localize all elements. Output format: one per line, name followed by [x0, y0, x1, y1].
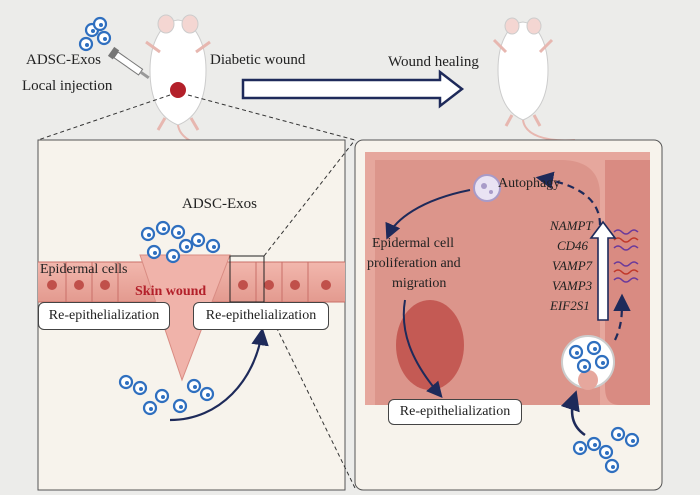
- skin-wound-label: Skin wound: [135, 284, 207, 299]
- proliferation-label-line1: Epidermal cell: [372, 236, 455, 251]
- exosomes-top: [78, 16, 112, 52]
- gene-label-vamp7: VAMP7: [552, 258, 593, 273]
- treatment-arrow: [241, 69, 465, 109]
- gene-label-nampt: NAMPT: [550, 218, 593, 233]
- proliferation-label-line3: migration: [392, 276, 447, 291]
- injection-label-line2: Local injection: [22, 78, 113, 94]
- reepithelialization-box-cell: Re-epithelialization: [388, 399, 522, 425]
- diabetic-wound-label: Diabetic wound: [210, 52, 306, 68]
- mouse-right: [492, 17, 576, 142]
- right-panel: [354, 139, 663, 491]
- proliferation-label-line2: proliferation and: [367, 256, 461, 271]
- adsc-exos-label: ADSC-Exos: [182, 196, 258, 212]
- reepithelialization-box-right: Re-epithelialization: [193, 302, 329, 330]
- gene-label-eif2s1: EIF2S1: [550, 298, 590, 313]
- gene-label-cd46: CD46: [557, 238, 589, 253]
- wound-healing-label: Wound healing: [388, 54, 479, 70]
- autophagy-label: Autophagy: [498, 176, 561, 191]
- gene-label-vamp3: VAMP3: [552, 278, 593, 293]
- mouse-left: [107, 14, 231, 151]
- epidermal-cells-label: Epidermal cells: [40, 262, 128, 277]
- reepithelialization-box-left: Re-epithelialization: [38, 302, 170, 330]
- injection-label-line1: ADSC-Exos: [26, 52, 102, 68]
